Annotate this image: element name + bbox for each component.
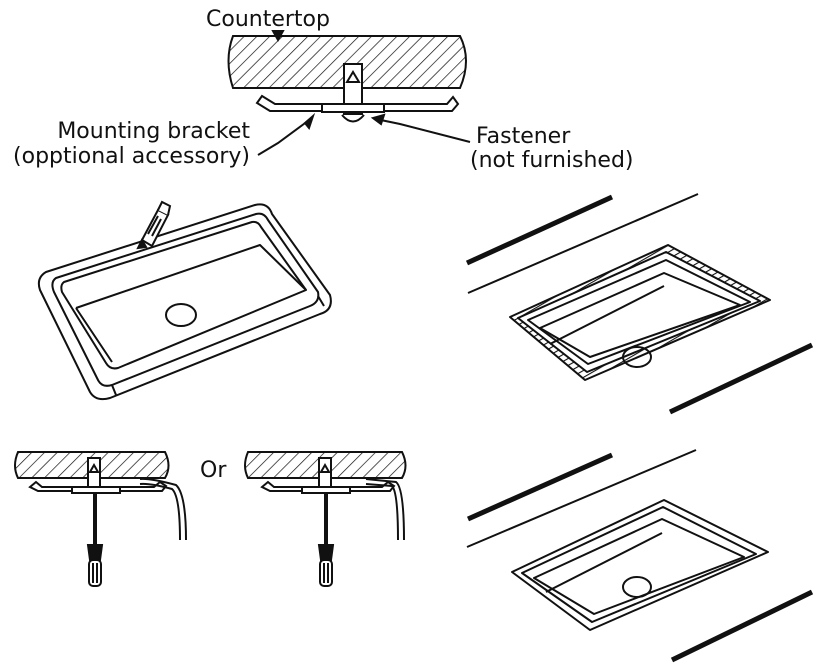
- or-label: Or: [200, 458, 227, 483]
- undermount-sink-middle: [509, 244, 771, 381]
- mounting-bracket-sublabel: (opptional accessory): [13, 144, 250, 169]
- leader-lines-top: [257, 30, 471, 156]
- fastener-sublabel: (not furnished): [470, 148, 634, 173]
- fastener-label: Fastener: [476, 124, 571, 149]
- sink-illustration: [37, 203, 332, 401]
- countertop-section-top: [227, 35, 467, 123]
- countertop-label: Countertop: [206, 7, 330, 32]
- sealant-tube-icon: [136, 200, 172, 250]
- countertop-edges-middle: [465, 193, 814, 415]
- undermount-sink-bottom: [511, 499, 769, 631]
- mounting-bracket-label: Mounting bracket: [57, 119, 250, 144]
- install-detail-right: [244, 451, 407, 587]
- countertop-edges-bottom: [466, 449, 814, 663]
- install-detail-left: [14, 451, 187, 587]
